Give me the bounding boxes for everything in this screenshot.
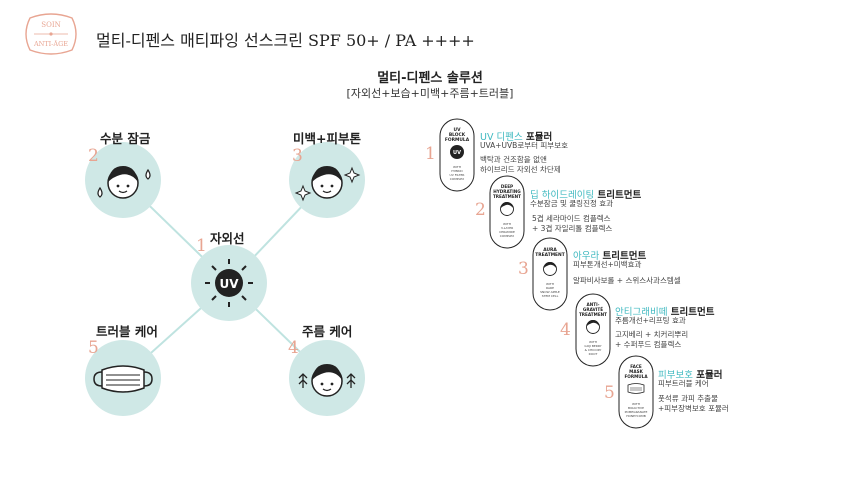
step-number: 3 (518, 259, 529, 279)
node-label-trouble: 트러블 케어 (96, 324, 158, 339)
step-description: 주름개선+리프팅 효과 (615, 316, 686, 325)
step-number: 4 (560, 320, 571, 340)
svg-text:GRAVITÉ: GRAVITÉ (583, 307, 603, 312)
center-number-uv: 1 (196, 236, 207, 256)
brightening-node (289, 142, 365, 218)
step-ingredient: +피부장벽보호 포뮬러 (658, 404, 729, 413)
product-capsule: UV BLOCK FORMULA UV WITH HYBRID UV FILTE… (439, 118, 475, 192)
svg-text:UV: UV (454, 127, 462, 133)
solution-title: 멀티-디펜스 솔루션 (377, 71, 483, 86)
svg-text:GOJI BERRY: GOJI BERRY (584, 344, 601, 348)
step-ingredient: 하이브리드 자외선 차단제 (480, 165, 561, 174)
svg-text:3-LAYER: 3-LAYER (501, 226, 513, 230)
svg-text:POMEGRANATE: POMEGRANATE (625, 410, 648, 414)
sparkle-icon (343, 166, 361, 184)
svg-text:BLOCK: BLOCK (449, 132, 466, 138)
step-description: 피부트러블 케어 (658, 379, 709, 388)
step-title: 안티그래비떼 트리트먼트 (615, 307, 715, 318)
center-label-uv: 자외선 (210, 231, 245, 246)
node-number-trouble: 5 (88, 338, 99, 358)
svg-text:HYBRID: HYBRID (451, 169, 463, 173)
trouble-care-node (85, 340, 161, 416)
product-capsule: DEEP HYDRATING TREATMENT WITH 3-LAYER CE… (489, 175, 525, 249)
sparkle-icon (294, 184, 312, 202)
face-icon (311, 364, 343, 397)
svg-text:TREATMENT: TREATMENT (493, 194, 521, 199)
svg-text:WITH: WITH (503, 222, 511, 226)
page-title: 멀티-디펜스 매티파잉 선스크린 SPF 50+ / PA ++++ (96, 31, 475, 50)
svg-text:BIOACTIVE: BIOACTIVE (628, 406, 644, 410)
product-capsule: FACE MASK FORMULA WITH BIOACTIVE POMEGRA… (618, 355, 654, 429)
svg-text:FORMULA: FORMULA (445, 137, 470, 143)
brand-logo: SOIN ANTI-ÂGE (25, 13, 77, 55)
product-capsule: AURA TREATMENT WITH RARE SNOW APPLE STEM… (532, 237, 568, 311)
wrinkle-care-node (289, 340, 365, 416)
step-description: 수분잠금 및 쿨링진정 효과 (530, 199, 614, 208)
step-title: 피부보호 포뮬러 (658, 370, 723, 381)
svg-text:FORMULA: FORMULA (624, 374, 648, 379)
step-description: 피부톤개선+미백효과 (573, 260, 642, 269)
svg-text:COMPLEX: COMPLEX (500, 234, 514, 238)
step-number: 2 (475, 200, 486, 220)
svg-text:AURA: AURA (543, 247, 557, 253)
svg-text:TREATMENT: TREATMENT (579, 312, 607, 317)
uv-center-node: UV (191, 245, 267, 321)
step-number: 1 (425, 144, 436, 164)
svg-text:DEEP: DEEP (501, 184, 513, 189)
uv-icon-text: UV (219, 277, 239, 291)
logo-top-text: SOIN (41, 21, 60, 29)
svg-text:FACE: FACE (630, 364, 642, 369)
svg-text:SNOW APPLE: SNOW APPLE (540, 290, 560, 294)
svg-text:WITH: WITH (589, 340, 597, 344)
step-title: UV 디펜스 포뮬러 (480, 132, 553, 143)
face-mask-icon (93, 365, 153, 393)
svg-text:TREATMENT: TREATMENT (535, 252, 564, 258)
svg-text:WITH: WITH (453, 165, 461, 169)
step-title: 아우라 트리트먼트 (573, 251, 647, 262)
step-ingredient: + 수퍼푸드 컴플렉스 (615, 340, 682, 349)
svg-text:ROOT: ROOT (589, 352, 598, 356)
step-ingredient: 풋석류 과피 추출물 (658, 394, 718, 403)
svg-text:STEM CELL: STEM CELL (542, 294, 559, 298)
step-number: 5 (604, 383, 615, 403)
water-drop-icon (97, 186, 103, 198)
node-number-moisture: 2 (88, 146, 99, 166)
step-ingredient: + 3겹 자일리톨 컴플렉스 (532, 224, 613, 233)
lift-arrow-icon (346, 373, 356, 388)
node-number-brightening: 3 (292, 146, 303, 166)
svg-text:& CHICORY: & CHICORY (585, 348, 602, 352)
node-number-wrinkle: 4 (288, 338, 299, 358)
svg-text:COMPLEX: COMPLEX (450, 177, 464, 181)
node-label-moisture: 수분 잠금 (100, 131, 151, 146)
product-capsule: ANTI- GRAVITÉ TREATMENT WITH GOJI BERRY … (575, 293, 611, 367)
face-icon (311, 166, 343, 199)
svg-text:WITH: WITH (632, 402, 640, 406)
node-label-brightening: 미백+피부톤 (293, 131, 361, 146)
step-description: UVA+UVB로부터 피부보호 (480, 141, 569, 150)
svg-text:HYDRATING: HYDRATING (493, 189, 521, 194)
step-ingredient: 고지베리 + 치커리뿌리 (615, 330, 689, 339)
svg-text:ANTI-: ANTI- (587, 302, 600, 307)
step-ingredient: 백탁과 건조함을 없앤 (480, 155, 547, 164)
svg-text:MASK: MASK (629, 369, 643, 374)
water-drop-icon (145, 168, 151, 180)
svg-text:CERAMIDE: CERAMIDE (499, 230, 515, 234)
step-ingredient: 5겹 세라마이드 컴플렉스 (532, 214, 611, 223)
face-icon (107, 166, 139, 199)
svg-text:RARE: RARE (546, 286, 554, 290)
svg-text:UV: UV (453, 150, 461, 156)
sun-uv-icon (205, 259, 253, 307)
svg-text:HONEYCOMB: HONEYCOMB (626, 414, 646, 418)
moisture-lock-node (85, 142, 161, 218)
step-title: 딥 하이드레이팅 트리트먼트 (530, 190, 642, 201)
svg-text:UV FILTER: UV FILTER (450, 173, 465, 177)
lift-arrow-icon (298, 373, 308, 388)
svg-text:WITH: WITH (546, 282, 554, 286)
solution-subtitle: [자외선+보습+미백+주름+트러블] (346, 87, 514, 100)
step-ingredient: 알파비사보롤 + 스위스사과스템셀 (573, 276, 681, 285)
logo-bottom-text: ANTI-ÂGE (33, 39, 68, 48)
node-label-wrinkle: 주름 케어 (302, 324, 353, 339)
